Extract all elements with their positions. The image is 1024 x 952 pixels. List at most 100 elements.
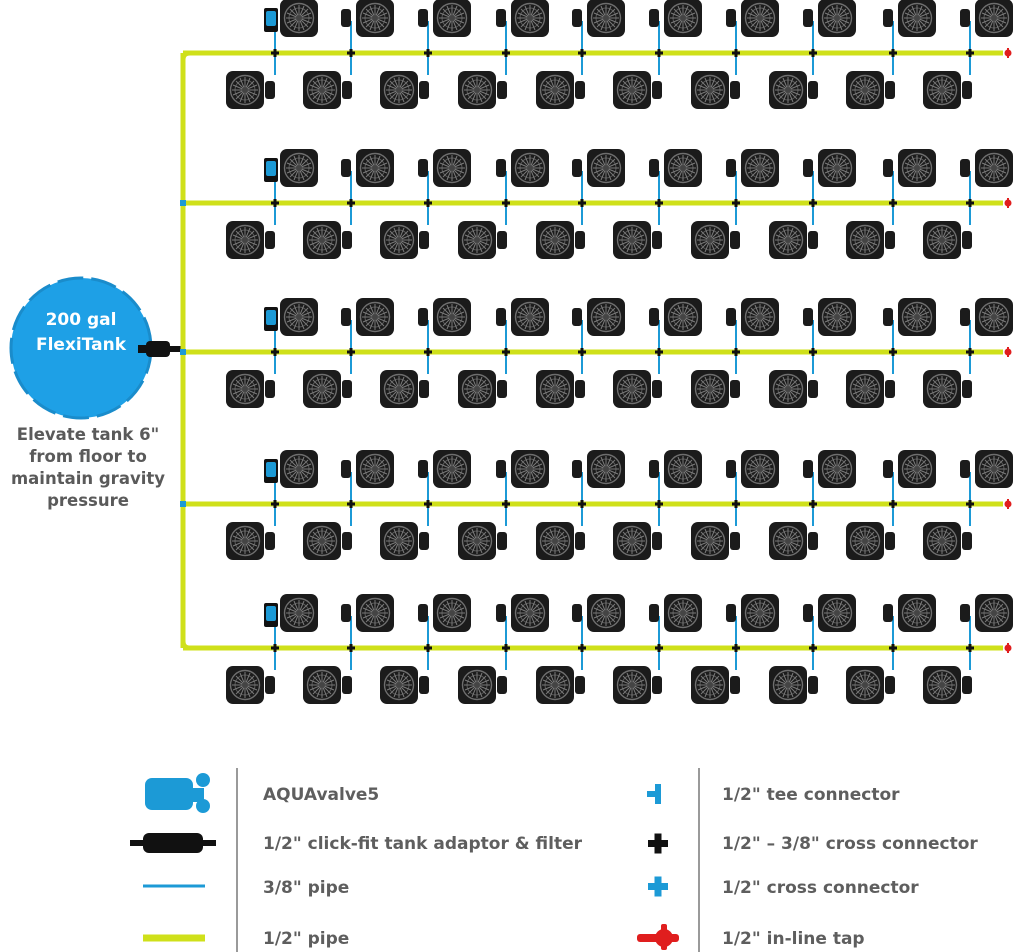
pot-bottom	[845, 70, 895, 110]
pot-bottom	[225, 521, 275, 561]
tank-adaptor-icon	[130, 833, 216, 853]
cross-connector-black-icon	[655, 348, 663, 356]
elevation-note-line: from floor to	[29, 447, 147, 466]
elevation-note: Elevate tank 6" from floor to maintain g…	[0, 424, 176, 512]
pot-top	[418, 148, 472, 188]
pot-bottom	[690, 521, 740, 561]
pot-row	[180, 449, 1014, 561]
pot-top	[726, 297, 780, 337]
pot-top	[649, 148, 703, 188]
pot-top	[572, 593, 626, 633]
pot-bottom	[690, 665, 740, 705]
pot-bottom	[922, 220, 972, 260]
pot-top	[496, 0, 550, 38]
pot-top	[341, 593, 395, 633]
pot-top	[418, 449, 472, 489]
pot-top	[572, 449, 626, 489]
pot-top	[496, 297, 550, 337]
pot-bottom	[457, 369, 507, 409]
legend-divider-left	[236, 768, 238, 952]
cross-connector-black-icon	[889, 644, 897, 652]
cross-connector-black-icon	[889, 199, 897, 207]
pot-row	[180, 297, 1014, 409]
pot-bottom	[535, 665, 585, 705]
cross-connector-black-icon	[655, 500, 663, 508]
tank-volume: 200 gal	[45, 310, 117, 330]
pot-bottom	[457, 70, 507, 110]
pot-bottom	[302, 665, 352, 705]
cross-connector-black-icon	[502, 348, 510, 356]
legend-label-tee-connector: 1/2" tee connector	[722, 785, 900, 805]
pot-top	[883, 449, 937, 489]
cross-connector-black-icon	[271, 199, 279, 207]
pot-bottom	[379, 665, 429, 705]
cross-connector-black-icon	[347, 199, 355, 207]
cross-connector-black-icon	[655, 49, 663, 57]
cross-connector-black-icon	[578, 500, 586, 508]
pot-top	[279, 449, 319, 489]
cross-connector-black-icon	[732, 500, 740, 508]
cross-connector-black-icon	[578, 49, 586, 57]
cross-connector-black-icon	[347, 49, 355, 57]
pot-top	[649, 0, 703, 38]
legend-divider-right	[698, 768, 700, 952]
pot-top	[726, 148, 780, 188]
pot-bottom	[379, 521, 429, 561]
pot-top	[496, 593, 550, 633]
pot-bottom	[612, 665, 662, 705]
pot-top	[341, 449, 395, 489]
cross-connector-black-icon	[648, 833, 668, 854]
pot-bottom	[379, 70, 429, 110]
elevation-note-line: Elevate tank 6"	[16, 425, 160, 444]
pot-bottom	[612, 70, 662, 110]
pot-top	[496, 148, 550, 188]
cross-connector-black-icon	[889, 49, 897, 57]
pot-bottom	[457, 521, 507, 561]
pot-row	[180, 148, 1014, 260]
pot-top	[883, 148, 937, 188]
pot-bottom	[922, 521, 972, 561]
legend-label-3-8-pipe: 3/8" pipe	[263, 878, 350, 898]
cross-connector-black-icon	[271, 644, 279, 652]
pot-top	[883, 297, 937, 337]
pot-bottom	[845, 665, 895, 705]
cross-connector-black-icon	[271, 49, 279, 57]
pot-row	[183, 593, 1014, 705]
pot-top	[803, 297, 857, 337]
cross-connector-black-icon	[889, 348, 897, 356]
pot-top	[572, 0, 626, 38]
pot-top	[572, 297, 626, 337]
pot-bottom	[225, 665, 275, 705]
tank-adaptor	[138, 341, 182, 357]
pot-bottom	[379, 369, 429, 409]
pot-top	[496, 449, 550, 489]
cross-connector-black-icon	[966, 49, 974, 57]
pot-bottom	[845, 369, 895, 409]
cross-connector-black-icon	[966, 500, 974, 508]
pot-bottom	[302, 521, 352, 561]
pot-top	[572, 148, 626, 188]
pot-bottom	[535, 521, 585, 561]
legend-label-1-2-pipe: 1/2" pipe	[263, 929, 350, 949]
pot-top	[803, 449, 857, 489]
pot-bottom	[379, 220, 429, 260]
cross-connector-black-icon	[732, 49, 740, 57]
pot-bottom	[922, 70, 972, 110]
legend-label-cross-connector-blue: 1/2" cross connector	[722, 878, 919, 898]
pot-top	[883, 593, 937, 633]
pot-bottom	[845, 521, 895, 561]
pot-bottom	[690, 369, 740, 409]
pot-bottom	[768, 521, 818, 561]
cross-connector-black-icon	[655, 199, 663, 207]
cross-connector-black-icon	[578, 348, 586, 356]
pot-bottom	[922, 369, 972, 409]
cross-connector-black-icon	[732, 644, 740, 652]
pot-bottom	[225, 369, 275, 409]
pot-bottom	[768, 220, 818, 260]
aquavalve-icon	[264, 459, 278, 483]
pot-bottom	[457, 665, 507, 705]
pot-row	[183, 0, 1014, 110]
pot-bottom	[690, 70, 740, 110]
cross-connector-black-icon	[502, 644, 510, 652]
